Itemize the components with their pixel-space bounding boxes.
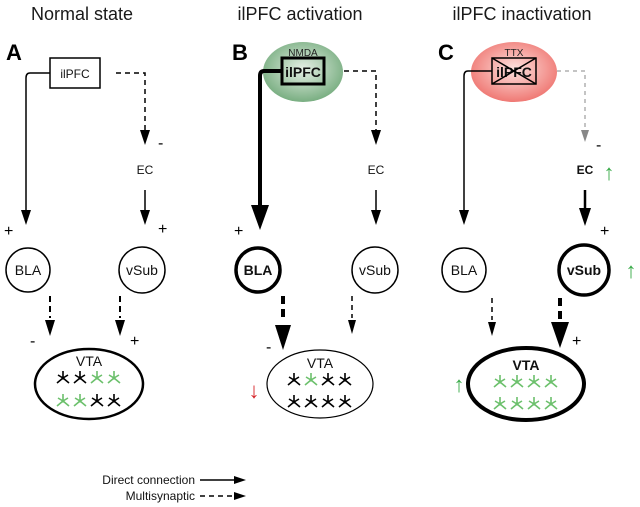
increase-arrow-icon: ↑: [454, 372, 465, 397]
sign-minus: -: [30, 333, 35, 350]
legend-multi-label: Multisynaptic: [126, 489, 195, 503]
arrowhead: [551, 322, 569, 348]
arrowhead: [581, 130, 589, 142]
arrowhead: [371, 210, 381, 225]
panel-b-letter: B: [232, 40, 248, 65]
blocked-cross-icon: [491, 57, 537, 85]
arrowhead: [234, 492, 246, 500]
sign-plus: +: [130, 333, 139, 350]
increase-arrow-icon: ↑: [626, 258, 637, 283]
arrow-ilpfc-ec: [344, 70, 377, 130]
panel-a-title: Normal state: [31, 4, 133, 24]
arrowhead: [371, 130, 381, 145]
sign-plus: +: [158, 221, 167, 238]
sign-plus: +: [572, 333, 581, 350]
arrow-ilpfc-bla: [463, 70, 492, 210]
ec-label: EC: [577, 163, 594, 177]
increase-arrow-icon: ↑: [604, 160, 615, 185]
decrease-arrow-icon: ↓: [249, 378, 260, 403]
ilpfc-label: ilPFC: [60, 67, 90, 81]
bla-label: BLA: [451, 262, 478, 278]
bla-label: BLA: [244, 262, 273, 278]
panel-a-letter: A: [6, 40, 22, 65]
drug-label: NMDA: [288, 48, 318, 59]
legend-direct-label: Direct connection: [102, 473, 195, 487]
ec-label: EC: [137, 163, 154, 177]
arrowhead: [488, 322, 496, 336]
arrowhead: [579, 208, 591, 226]
vsub-node: [557, 243, 611, 297]
ilpfc-inactivation-ellipse: [471, 42, 557, 102]
sign-minus: -: [266, 339, 271, 356]
sign-plus: +: [4, 223, 13, 240]
vsub-node: [118, 246, 166, 294]
vta-label: VTA: [76, 353, 103, 369]
panel-b-title: ilPFC activation: [237, 4, 362, 24]
panel-a: Normal state A ilPFC + - EC + BLA vSub -…: [4, 4, 167, 421]
panel-b: ilPFC activation B NMDA ilPFC + EC ↑ BLA…: [232, 4, 399, 419]
sign-minus: -: [158, 135, 163, 152]
arrowhead: [251, 205, 269, 230]
panel-c-title: ilPFC inactivation: [452, 4, 591, 24]
panel-c: ilPFC inactivation C TTX ilPFC - EC ↑ + …: [438, 4, 637, 422]
arrow-ilpfc-ec: [116, 72, 146, 130]
arrow-ilpfc-bla: [25, 72, 50, 210]
arrowhead: [21, 210, 31, 225]
arrowhead: [275, 325, 291, 350]
arrowhead: [234, 476, 246, 484]
vsub-label: vSub: [567, 262, 601, 278]
arrowhead: [115, 320, 125, 336]
arrowhead: [45, 320, 55, 336]
ec-label: EC: [368, 163, 385, 177]
legend: Direct connection Multisynaptic: [102, 473, 246, 503]
vta-label: VTA: [307, 355, 334, 371]
bla-node: [441, 247, 487, 293]
bla-label: BLA: [15, 262, 42, 278]
arrowhead: [459, 210, 469, 225]
sign-plus: +: [600, 223, 609, 240]
sign-plus: +: [234, 223, 243, 240]
bla-node: [234, 246, 282, 294]
arrowhead: [348, 320, 356, 334]
panel-c-letter: C: [438, 40, 454, 65]
vsub-label: vSub: [359, 262, 391, 278]
ilpfc-label: ilPFC: [285, 64, 321, 80]
bla-node: [5, 247, 51, 293]
sign-minus: -: [596, 137, 601, 154]
vsub-node: [351, 246, 399, 294]
arrowhead: [140, 130, 150, 145]
drug-label: TTX: [505, 48, 524, 59]
arrow-ilpfc-ec: [557, 70, 586, 130]
vta-label: VTA: [513, 357, 540, 373]
arrow-ilpfc-bla: [258, 69, 282, 205]
vsub-label: vSub: [126, 262, 158, 278]
arrowhead: [140, 210, 150, 225]
